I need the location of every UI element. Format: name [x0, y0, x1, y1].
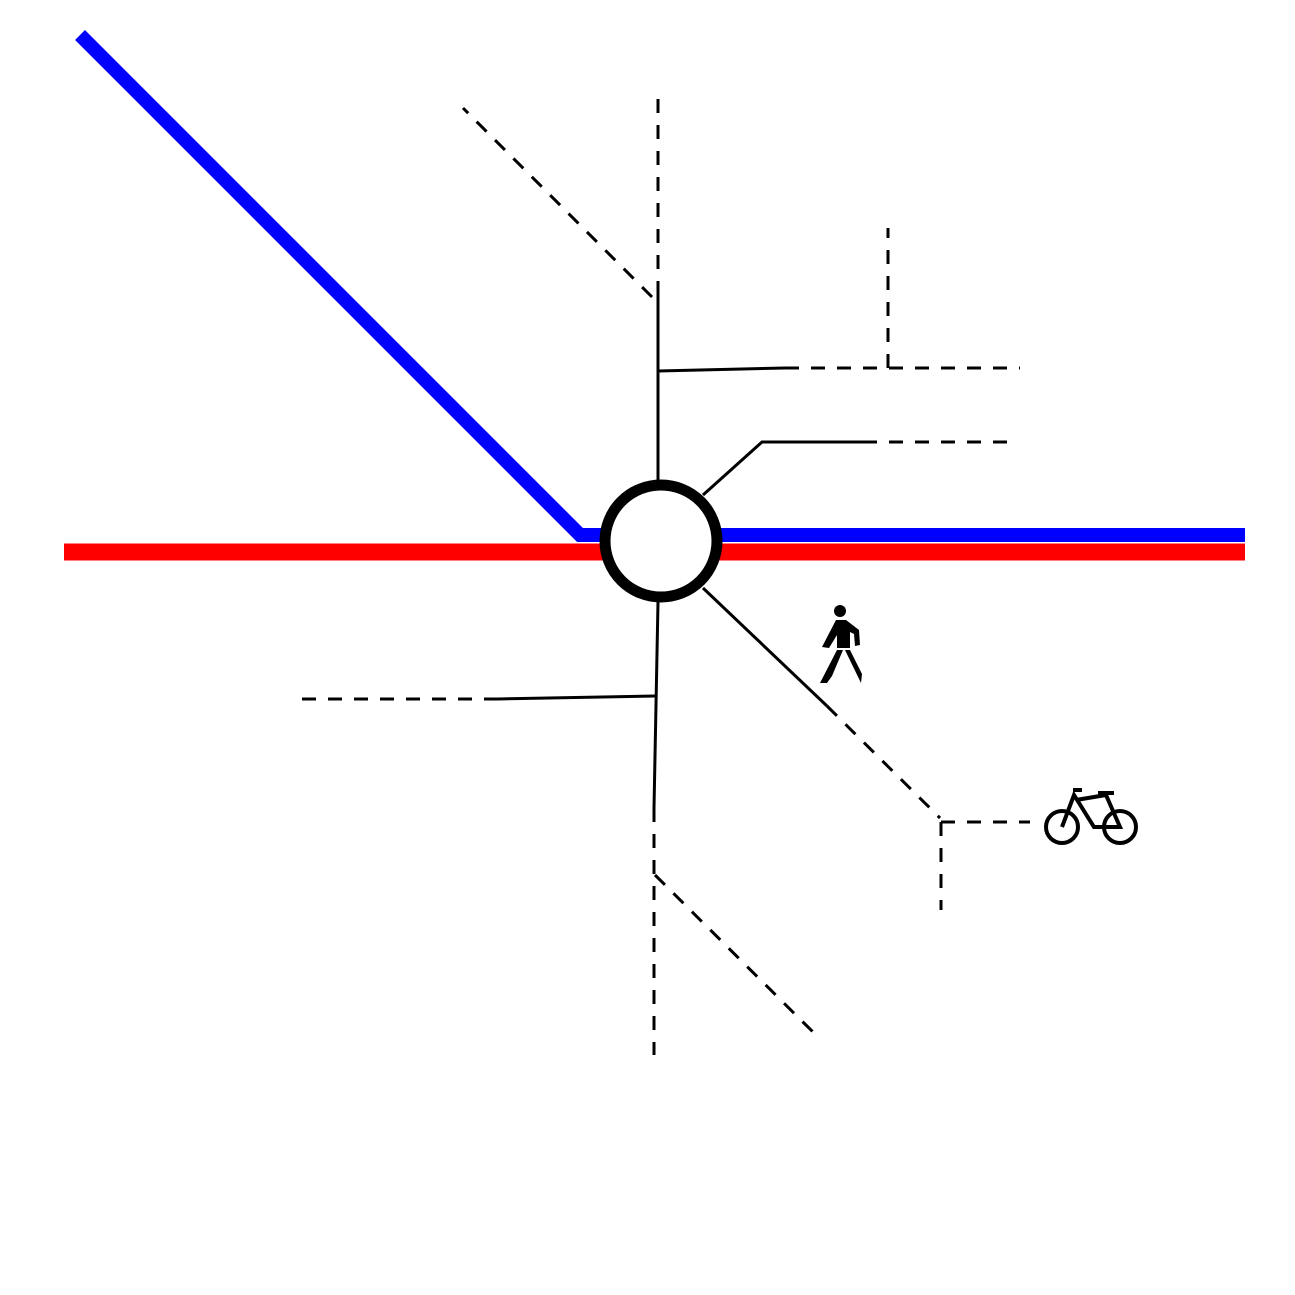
path-north-east-branch — [657, 366, 786, 373]
dashed-path — [825, 704, 942, 820]
path-south — [652, 601, 660, 809]
pedestrian-icon — [820, 605, 862, 683]
path-east-branch — [701, 440, 863, 497]
bicycle-icon — [1044, 788, 1138, 845]
blue-line — [75, 30, 1245, 542]
path-south-west-branch — [497, 694, 656, 701]
dashed-path — [461, 106, 654, 299]
dashed-paths — [296, 90, 1030, 1055]
solid-paths — [497, 295, 863, 809]
dashed-path — [653, 873, 820, 1039]
station-icon[interactable] — [599, 479, 723, 603]
path-south-east — [701, 586, 829, 708]
